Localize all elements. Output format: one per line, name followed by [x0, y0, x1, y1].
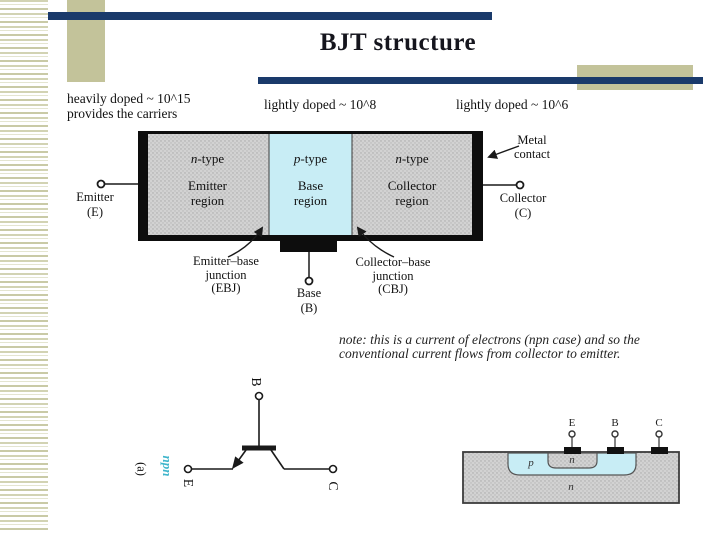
- symbol-base-label: B: [249, 377, 264, 387]
- xs-e-label: E: [568, 417, 576, 429]
- ebj-arrow: [227, 226, 264, 258]
- symbol-emitter-terminal: [183, 464, 193, 474]
- symbol-collector-terminal: [328, 464, 338, 474]
- emitter-terminal-label: Emitter (E): [76, 190, 114, 219]
- page-title: BJT structure: [319, 29, 477, 56]
- xs-c-label: C: [655, 417, 663, 429]
- title-rule-bottom: [258, 77, 703, 84]
- metal-contact-arrow: [487, 145, 520, 159]
- xs-p-region-label: p: [528, 457, 534, 469]
- base-terminal-label: Base (B): [296, 286, 322, 315]
- annotation-lightly-doped-base: lightly doped ~ 10^8: [264, 97, 377, 112]
- symbol-emitter-label: E: [181, 478, 196, 488]
- c-contact-pad: [651, 447, 668, 454]
- cbj-arrow: [356, 226, 395, 258]
- xs-b-terminal-circle: [611, 430, 619, 438]
- e-contact-pad: [564, 447, 581, 454]
- xs-c-terminal-circle: [655, 430, 663, 438]
- annotation-heavily-doped: heavily doped ~ 10^15 provides the carri…: [67, 91, 191, 121]
- collector-region-type: n-type: [395, 151, 429, 166]
- base-region-label: p-type Base region: [271, 151, 350, 208]
- xs-n-well-label: n: [569, 454, 575, 466]
- base-terminal-circle: [304, 276, 314, 286]
- base-region-type: p-type: [293, 151, 328, 166]
- cbj-label: Collector–base junction (CBJ): [355, 255, 431, 296]
- cross-section-figure: [462, 430, 680, 504]
- collector-terminal-circle: [515, 180, 525, 190]
- bjt-structure-figure: [96, 131, 525, 286]
- note-text: note: this is a current of electrons (np…: [339, 332, 640, 361]
- emitter-region-label: n-type Emitter region: [150, 151, 265, 208]
- emitter-region-type: n-type: [190, 151, 225, 166]
- xs-b-label: B: [611, 417, 619, 429]
- xs-e-terminal-circle: [568, 430, 576, 438]
- n-well-region: [547, 452, 598, 469]
- annotation-lightly-doped-collector: lightly doped ~ 10^6: [456, 97, 569, 112]
- collector-terminal-label: Collector (C): [499, 191, 547, 220]
- symbol-collector-label: C: [326, 481, 341, 491]
- left-stripe-decoration: [0, 0, 48, 533]
- symbol-base-terminal: [254, 391, 264, 401]
- annotation-heavily-doped-line1: heavily doped ~ 10^15: [67, 91, 191, 106]
- emitter-arrowhead: [232, 456, 244, 469]
- collector-region-label: n-type Collector region: [354, 151, 470, 208]
- figure-a-label: (a): [134, 462, 149, 476]
- npn-type-label: npn: [160, 455, 175, 477]
- npn-symbol-figure: [183, 391, 338, 474]
- metal-contact-label: Metal contact: [513, 133, 551, 161]
- xs-n-substrate-label: n: [568, 481, 574, 493]
- base-metal-contact: [280, 241, 337, 252]
- b-contact-pad: [607, 447, 624, 454]
- ebj-label: Emitter–base junction (EBJ): [193, 254, 259, 295]
- title-rule-top: [48, 12, 492, 20]
- annotation-heavily-doped-line2: provides the carriers: [67, 106, 178, 121]
- emitter-terminal-circle: [96, 179, 106, 189]
